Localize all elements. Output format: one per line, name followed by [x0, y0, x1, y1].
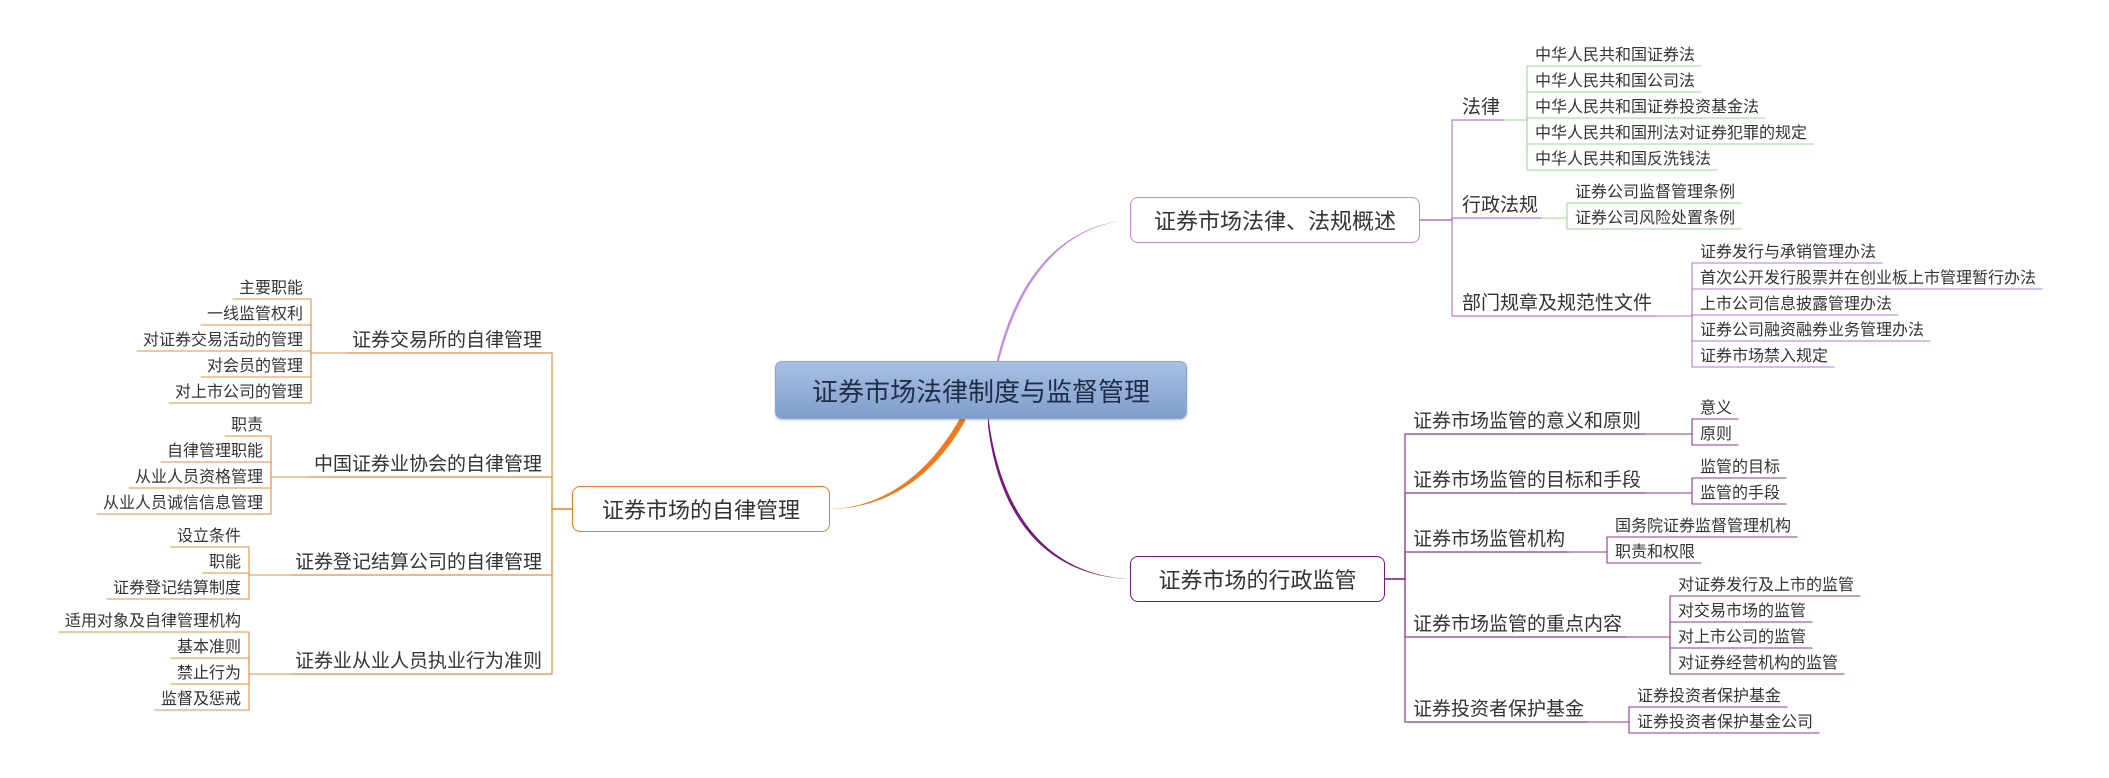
leaf-self-reg-functions[interactable]: 自律管理职能	[166, 441, 263, 460]
law-group-laws[interactable]: 法律	[1462, 96, 1501, 118]
self-group-line-0	[347, 352, 573, 510]
leaf-fund-law[interactable]: 中华人民共和国证券投资基金法	[1535, 97, 1760, 116]
rule-leaf-line-4	[1655, 315, 1835, 368]
law-group-departmental-rules[interactable]: 部门规章及规范性文件	[1462, 292, 1653, 314]
self-group-clearing[interactable]: 证券登记结算公司的自律管理	[294, 551, 542, 573]
law-leaf-line-2	[1503, 117, 1766, 121]
self-group-association[interactable]: 中国证券业协会的自律管理	[313, 453, 542, 475]
leaf-csrc[interactable]: 国务院证券监督管理机构	[1615, 516, 1792, 535]
law-leaf-line-4	[1503, 119, 1718, 171]
leaf-info-disclosure[interactable]: 上市公司信息披露管理办法	[1700, 294, 1893, 313]
leaf-protection-fund-company[interactable]: 证券投资者保护基金公司	[1637, 712, 1814, 731]
leaf-anti-money-laundering-law[interactable]: 中华人民共和国反洗钱法	[1535, 149, 1712, 168]
law-group-admin-regulations[interactable]: 行政法规	[1462, 194, 1539, 216]
self-group-conduct-code[interactable]: 证券业从业人员执业行为准则	[294, 650, 542, 672]
branch-line-self	[830, 409, 965, 509]
adm-l2-1	[1568, 551, 1702, 564]
leaf-duties-powers[interactable]: 职责和权限	[1615, 542, 1696, 561]
admin-group-line-0	[1384, 433, 1646, 580]
branch-self-regulation[interactable]: 证券市场的自律管理	[572, 486, 830, 532]
admin-group-line-2	[1384, 551, 1570, 580]
admin-group-regulators[interactable]: 证券市场监管机构	[1413, 528, 1566, 550]
leaf-trading-market-supervision[interactable]: 对交易市场的监管	[1678, 601, 1807, 620]
admin-group-investor-protection[interactable]: 证券投资者保护基金	[1413, 698, 1585, 720]
central-topic[interactable]: 证券市场法律制度与监督管理	[775, 361, 1187, 419]
leaf-main-functions[interactable]: 主要职能	[238, 278, 303, 297]
leaf-duties[interactable]: 职责	[230, 415, 263, 434]
leaf-issuance-listing-supervision[interactable]: 对证券发行及上市的监管	[1678, 575, 1855, 594]
leaf-securities-law[interactable]: 中华人民共和国证券法	[1535, 45, 1696, 64]
leaf-securities-firm-supervision[interactable]: 对证券经营机构的监管	[1678, 653, 1839, 672]
leaf-clearing-system[interactable]: 证券登记结算制度	[112, 578, 241, 597]
leaf-significance[interactable]: 意义	[1700, 398, 1733, 417]
leaf-supervision-discipline[interactable]: 监督及惩戒	[160, 689, 241, 708]
adm-l3-3	[1625, 636, 1845, 675]
leaf-protection-fund[interactable]: 证券投资者保护基金	[1637, 686, 1782, 705]
leaf-functions[interactable]: 职能	[208, 552, 241, 571]
self-group-exchange[interactable]: 证券交易所的自律管理	[351, 329, 542, 351]
admin-group-significance-principles[interactable]: 证券市场监管的意义和原则	[1413, 410, 1642, 432]
leaf-scope-and-authority[interactable]: 适用对象及自律管理机构	[64, 611, 241, 630]
branch-line-admin	[988, 414, 1130, 579]
admin-group-key-content[interactable]: 证券市场监管的重点内容	[1413, 613, 1623, 635]
leaf-goals[interactable]: 监管的目标	[1700, 457, 1781, 476]
leaf-principles[interactable]: 原则	[1700, 424, 1733, 443]
self-l3-0	[58, 631, 292, 675]
leaf-criminal-law[interactable]: 中华人民共和国刑法对证券犯罪的规定	[1535, 123, 1808, 142]
leaf-basic-principles[interactable]: 基本准则	[176, 637, 241, 656]
leaf-issuance-underwriting[interactable]: 证券发行与承销管理办法	[1700, 242, 1877, 261]
branch-administrative-supervision[interactable]: 证券市场的行政监管	[1130, 556, 1385, 602]
leaf-trading-activity-mgmt[interactable]: 对证券交易活动的管理	[142, 330, 303, 349]
leaf-risk-disposal-regulation[interactable]: 证券公司风险处置条例	[1575, 208, 1736, 227]
adm-l4-1	[1587, 721, 1820, 734]
self-l3-3	[154, 673, 292, 711]
reg-leaf-line-1	[1541, 217, 1742, 230]
self-l0-4	[168, 352, 349, 404]
leaf-supervision-regulation[interactable]: 证券公司监督管理条例	[1575, 182, 1736, 201]
admin-group-goals-means[interactable]: 证券市场监管的目标和手段	[1413, 469, 1642, 491]
self-group-line-1	[309, 476, 573, 510]
leaf-listed-company-supervision[interactable]: 对上市公司的监管	[1678, 627, 1807, 646]
admin-group-line-4	[1384, 578, 1589, 723]
leaf-company-law[interactable]: 中华人民共和国公司法	[1535, 71, 1696, 90]
leaf-practitioner-qualification[interactable]: 从业人员资格管理	[134, 467, 263, 486]
leaf-frontline-supervision[interactable]: 一线监管权利	[206, 304, 303, 323]
leaf-member-mgmt[interactable]: 对会员的管理	[206, 356, 303, 375]
adm-l0-1	[1644, 433, 1739, 446]
leaf-listed-company-mgmt[interactable]: 对上市公司的管理	[174, 382, 303, 401]
branch-law-overview[interactable]: 证券市场法律、法规概述	[1130, 197, 1420, 243]
self-group-line-3	[290, 508, 573, 675]
leaf-margin-trading[interactable]: 证券公司融资融券业务管理办法	[1700, 320, 1925, 339]
adm-l1-1	[1644, 492, 1787, 505]
law-group-line-2	[1419, 219, 1657, 317]
self-l1-3	[96, 476, 311, 515]
leaf-means[interactable]: 监管的手段	[1700, 483, 1781, 502]
leaf-practitioner-integrity[interactable]: 从业人员诚信信息管理	[102, 493, 263, 512]
leaf-establishment-conditions[interactable]: 设立条件	[176, 526, 241, 545]
leaf-prohibited-conduct[interactable]: 禁止行为	[176, 663, 241, 682]
leaf-market-ban[interactable]: 证券市场禁入规定	[1700, 346, 1829, 365]
leaf-gem-ipo-measures[interactable]: 首次公开发行股票并在创业板上市管理暂行办法	[1700, 268, 2037, 287]
self-l2-2	[106, 574, 292, 600]
